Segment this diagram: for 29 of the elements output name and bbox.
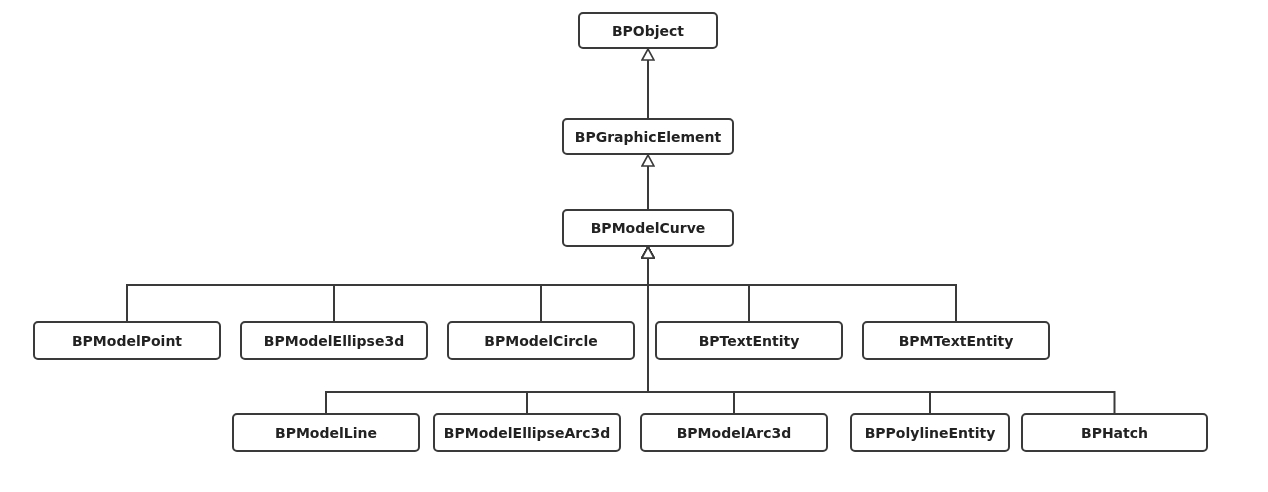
class-box	[240, 321, 428, 360]
class-name: BPHatch	[1080, 424, 1149, 441]
class-name: BPModelEllipseArc3d	[443, 424, 611, 441]
class-box	[562, 209, 734, 247]
class-box	[578, 12, 718, 49]
inheritance-arrow	[641, 154, 655, 210]
class-box	[862, 321, 1050, 360]
class-name: BPModelArc3d	[676, 424, 792, 441]
class-name: BPModelCurve	[590, 220, 706, 236]
class-name: BPPolylineEntity	[864, 424, 996, 441]
class-box	[33, 321, 221, 360]
class-name: BPGraphicElement	[574, 128, 722, 145]
class-name: BPObject	[611, 22, 685, 39]
class-name: BPTextEntity	[698, 332, 800, 349]
inheritance-arrow	[641, 246, 1116, 414]
class-name: BPModelCircle	[484, 332, 598, 349]
class-box	[1021, 413, 1208, 452]
class-name: BPMTextEntity	[898, 332, 1014, 349]
class-name: BPModelPoint	[71, 332, 183, 349]
class-box	[433, 413, 621, 452]
class-name: BPModelEllipse3d	[263, 332, 405, 349]
class-box	[447, 321, 635, 360]
inheritance-arrow	[641, 48, 655, 119]
class-box	[232, 413, 420, 452]
class-box	[562, 118, 734, 155]
class-name: BPModelLine	[275, 424, 377, 441]
class-box	[640, 413, 828, 452]
class-box	[850, 413, 1010, 452]
class-box	[655, 321, 843, 360]
